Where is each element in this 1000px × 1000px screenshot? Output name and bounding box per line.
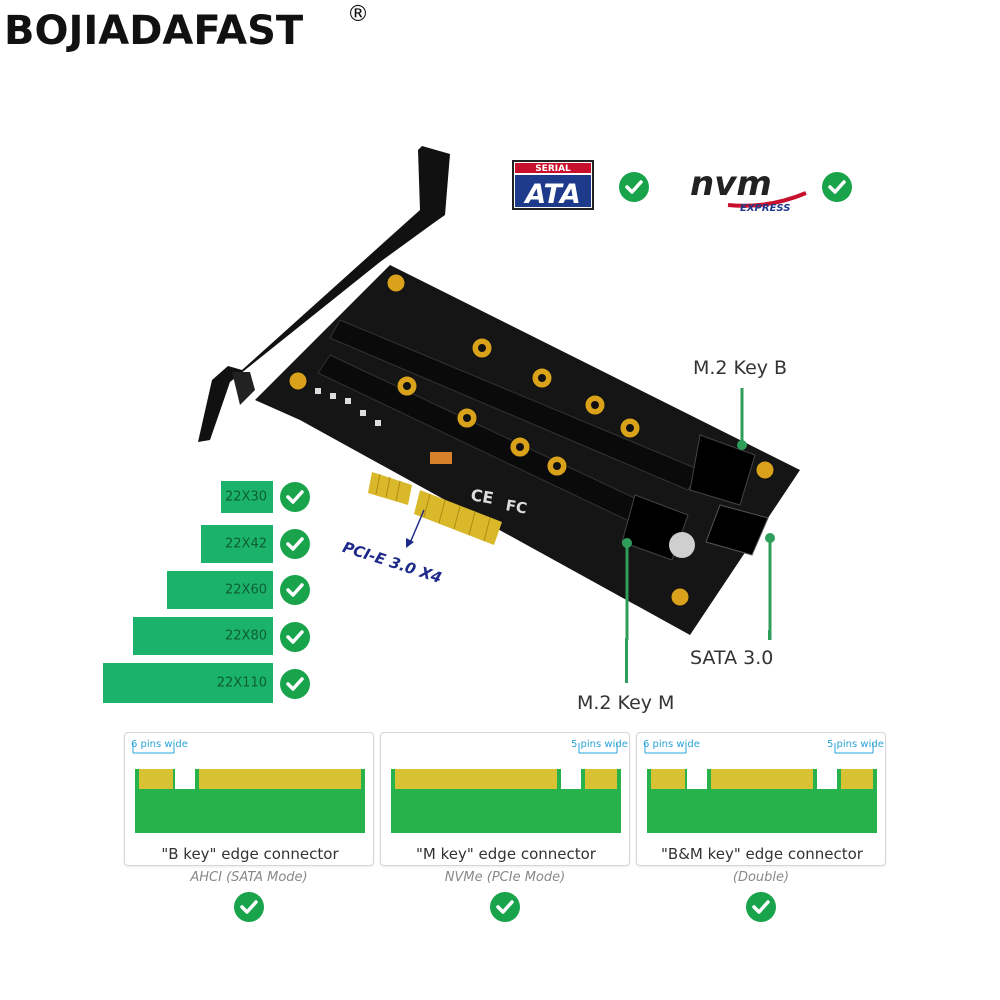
brand-name: BOJIADAFAST bbox=[4, 8, 304, 54]
check-icon bbox=[490, 892, 520, 922]
m2-module-22110: 22X110 bbox=[103, 663, 273, 703]
svg-text:CE: CE bbox=[469, 485, 495, 508]
sata-callout: SATA 3.0 bbox=[690, 647, 774, 669]
check-icon bbox=[280, 669, 310, 699]
pins-width-label: 5 pins wide bbox=[571, 739, 628, 750]
pins-width-label: 5 pins wide bbox=[827, 739, 884, 750]
svg-text:FC: FC bbox=[504, 496, 528, 517]
size-label: 22X80 bbox=[225, 628, 267, 644]
connector-mode-label: AHCI (SATA Mode) bbox=[190, 870, 308, 885]
check-icon bbox=[746, 892, 776, 922]
m2-module-2242: 22X42 bbox=[201, 525, 273, 563]
registered-mark: ® bbox=[347, 2, 369, 27]
size-label: 22X60 bbox=[225, 582, 267, 598]
serial-ata-logo: SERIAL ATA bbox=[512, 160, 594, 210]
nvme-check-icon bbox=[822, 172, 852, 202]
connector-caption: "B&M key" edge connector bbox=[661, 845, 863, 863]
size-label: 22X42 bbox=[225, 536, 267, 552]
nvm-logo-sub: EXPRESS bbox=[740, 203, 790, 214]
connector-caption: "B key" edge connector bbox=[161, 845, 339, 863]
connector-mode-label: NVMe (PCIe Mode) bbox=[444, 870, 566, 885]
check-icon bbox=[280, 529, 310, 559]
m2-module-2260: 22X60 bbox=[167, 571, 273, 609]
sata-logo-top: SERIAL bbox=[535, 164, 571, 174]
check-icon bbox=[280, 622, 310, 652]
pins-width-label: 6 pins wide bbox=[643, 739, 700, 750]
m-key-connector-card: 5 pins wide "M key" edge connector bbox=[380, 732, 630, 866]
connector-mode-label: (Double) bbox=[732, 870, 790, 885]
key-m-callout-line bbox=[625, 638, 628, 683]
connector-caption: "M key" edge connector bbox=[416, 845, 596, 863]
b-key-connector-card: 6 pins wide "B key" edge connector bbox=[124, 732, 374, 866]
sata-check-icon bbox=[619, 172, 649, 202]
pcie-adapter-card-image: CE FC bbox=[190, 140, 810, 640]
m2-module-2280: 22X80 bbox=[133, 617, 273, 655]
key-m-callout: M.2 Key M bbox=[577, 692, 675, 714]
check-icon bbox=[280, 575, 310, 605]
size-label: 22X30 bbox=[225, 489, 267, 505]
sata-logo-main: ATA bbox=[523, 179, 581, 210]
key-b-callout: M.2 Key B bbox=[693, 357, 788, 379]
check-icon bbox=[280, 482, 310, 512]
m2-module-2230: 22X30 bbox=[221, 481, 273, 513]
bm-key-connector-card: 6 pins wide 5 pins wide "B&M key" edge c… bbox=[636, 732, 886, 866]
check-icon bbox=[234, 892, 264, 922]
nvm-logo-main: nvm bbox=[690, 164, 772, 204]
sata-callout-line bbox=[768, 630, 771, 640]
nvm-express-logo: nvm EXPRESS bbox=[688, 163, 808, 215]
pins-width-label: 6 pins wide bbox=[131, 739, 188, 750]
size-label: 22X110 bbox=[216, 675, 267, 691]
